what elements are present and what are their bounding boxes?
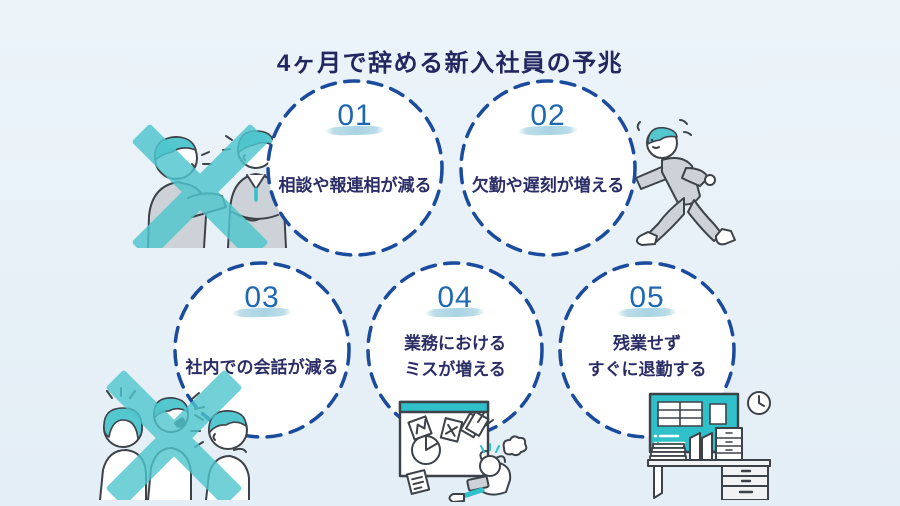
- sign-number: 03: [244, 281, 280, 314]
- sign-label-line: 業務における: [404, 334, 506, 353]
- sign-card-1: 01 相談や報連相が減る: [265, 78, 445, 258]
- dashed-circle-border: [459, 79, 637, 257]
- sign-label: 欠勤や遅刻が増える: [454, 173, 642, 199]
- sign-number-block: 01: [265, 99, 445, 136]
- sign-label: 残業せず すぐに退勤する: [553, 331, 741, 383]
- sign-number-block: 02: [458, 99, 638, 136]
- sign-number-block: 03: [172, 281, 352, 318]
- sign-label-line: 相談や報連相が減る: [278, 176, 432, 195]
- dashed-circle-border: [366, 261, 544, 439]
- leaving-on-time-desk-illustration: [647, 391, 771, 500]
- sign-card-4: 04 業務における ミスが増える: [365, 260, 545, 440]
- sign-label-line: ミスが増える: [404, 360, 506, 379]
- group-chat-crossed-illustration: [99, 370, 250, 500]
- sign-label-line: すぐに退勤する: [587, 360, 707, 379]
- page-title: 4ヶ月で辞める新入社員の予兆: [276, 50, 624, 78]
- sign-number: 01: [337, 99, 373, 132]
- sign-label: 業務における ミスが増える: [361, 331, 549, 383]
- sign-number: 02: [530, 99, 566, 132]
- sign-label-line: 残業せず: [613, 334, 681, 353]
- sign-label: 相談や報連相が減る: [261, 173, 449, 199]
- sign-label-line: 欠勤や遅刻が増える: [471, 176, 625, 195]
- dashed-circle-border: [266, 79, 444, 257]
- sign-number: 04: [437, 281, 473, 314]
- sign-number-block: 05: [557, 281, 737, 318]
- work-mistakes-screen-illustration: [398, 400, 528, 502]
- sign-number-block: 04: [365, 281, 545, 318]
- sign-card-2: 02 欠勤や遅刻が増える: [458, 78, 638, 258]
- employee-running-away-illustration: [635, 119, 736, 246]
- sign-number: 05: [629, 281, 665, 314]
